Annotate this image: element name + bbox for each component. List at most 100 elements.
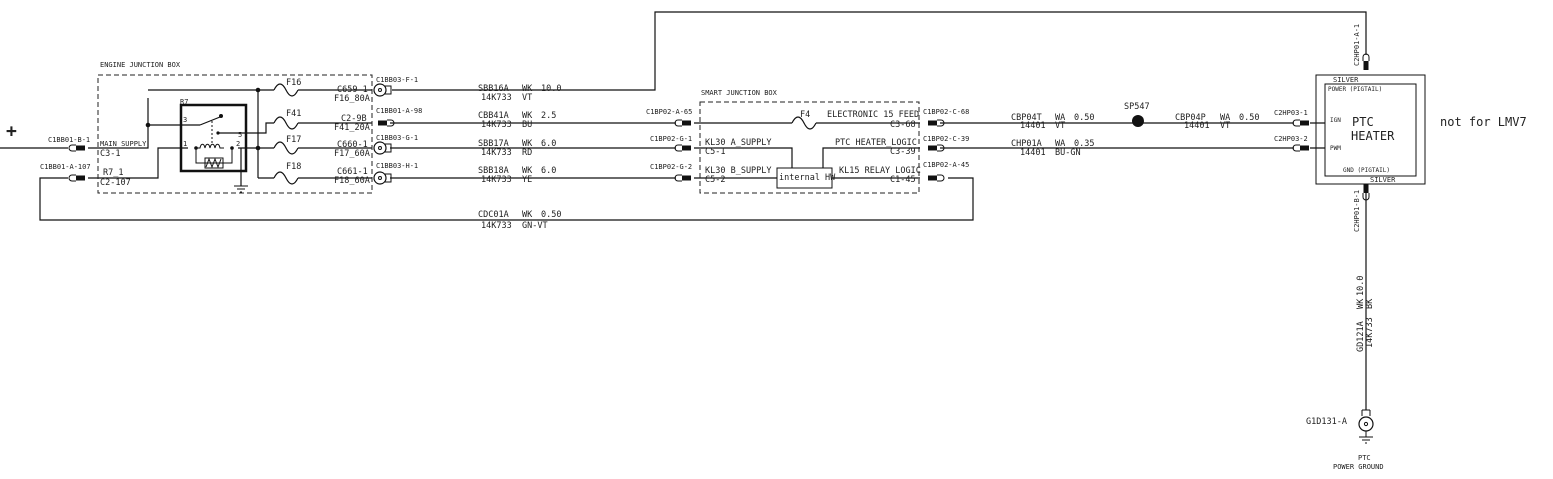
ground-connector-label: G1D131-A	[1306, 417, 1347, 427]
wire-type: WK	[522, 111, 533, 121]
gnd-pigtail-label: GND (PIGTAIL)	[1343, 167, 1390, 174]
r7-1-pin: C2-107	[100, 178, 131, 188]
wire-size: 2.5	[541, 111, 556, 121]
wire-label-cbb41a: CBB41A WK 2.5 14K733 BU	[478, 111, 556, 130]
pin-label: C5-2	[705, 175, 725, 185]
wire-type: WA	[1055, 113, 1065, 123]
connector-label: C1BB03-H-1	[376, 162, 418, 170]
wire-size: 6.0	[541, 166, 556, 176]
r7-1-label: R7_1	[103, 168, 123, 178]
wires	[0, 11, 1367, 410]
fuse-pin: C661-1	[337, 167, 368, 177]
wire-color: VT	[1220, 121, 1230, 131]
connector-label: C1BB01-A-98	[376, 107, 422, 115]
connector-label: C2HP03-1	[1274, 109, 1308, 117]
wire-type: WA	[1220, 113, 1230, 123]
wire-code: 14K733	[1365, 317, 1375, 348]
silver-label: SILVER	[1370, 176, 1396, 184]
wire-id: SBB18A	[478, 166, 509, 176]
fuse-f17: F17 C660-1 F17_60A	[273, 135, 370, 159]
ring-terminal-icon	[373, 141, 392, 155]
wire-label-gd121a: GD121A WK 10.0 14K733 BK	[1356, 276, 1375, 352]
connector-icon	[674, 174, 692, 182]
wire-size: 10.0	[1356, 276, 1366, 296]
internal-hw-box	[776, 167, 833, 189]
splice-dot-icon	[1132, 115, 1144, 127]
ground-label: POWER GROUND	[1333, 463, 1384, 471]
fuse-rating: F41_20A	[334, 123, 370, 133]
relay-pin: 2	[236, 140, 240, 148]
connector-label: C2HP01-A-1	[1353, 24, 1361, 66]
connector-icon	[674, 119, 692, 127]
fuse-name: F17	[286, 135, 301, 145]
connector-label: C1BP02-C-68	[923, 108, 969, 116]
wire-size: 0.50	[1239, 113, 1259, 123]
connector-label: C1BB03-G-1	[376, 134, 418, 142]
main-supply-pin: C3-1	[100, 149, 120, 159]
wire-code: 14K733	[481, 175, 512, 185]
wire-id: CBB41A	[478, 111, 509, 121]
wire-id: SBB17A	[478, 139, 509, 149]
connector-icon	[927, 174, 945, 182]
note-not-for-lmv7: not for LMV7	[1440, 115, 1527, 129]
pin-label: C3-68	[890, 120, 916, 130]
ptc-heater-title: PTC	[1352, 115, 1374, 129]
fuse-pin: C2-9B	[341, 114, 367, 124]
battery-plus-sign: +	[6, 121, 17, 142]
connector-icon	[674, 144, 692, 152]
fuse-name: F41	[286, 109, 301, 119]
ring-terminal-icon	[373, 83, 392, 97]
ptc-heater-title: HEATER	[1351, 129, 1395, 143]
ptc-heater-inner	[1324, 83, 1417, 177]
wire-type: WK	[522, 139, 533, 149]
electronic-15-feed-label: ELECTRONIC 15 FEED	[827, 110, 919, 120]
wire-color: BU	[522, 120, 532, 130]
wire-type: WK	[522, 84, 533, 94]
wire-code: 14401	[1020, 148, 1046, 158]
wire-id: SBB16A	[478, 84, 509, 94]
wire-color: BK	[1365, 298, 1375, 309]
wire-code: 14K733	[481, 120, 512, 130]
wire-id: CDC01A	[478, 210, 509, 220]
connector-icon	[1292, 119, 1310, 127]
fuse-f4-label: F4	[800, 110, 810, 120]
wire-code: 14K733	[481, 93, 512, 103]
connector-label: C1BP02-A-45	[923, 161, 969, 169]
fuse-icon	[273, 171, 299, 185]
ign-pin-label: IGN	[1330, 117, 1341, 124]
wire-color: GN-VT	[522, 221, 548, 231]
fuse-name: F16	[286, 78, 301, 88]
kl15-relay-logic-label: KL15 RELAY LOGIC	[839, 166, 921, 176]
fuse-rating: F18_60A	[334, 176, 370, 186]
internal-hw-label: internal HW	[779, 173, 836, 183]
relay-r7	[179, 103, 248, 173]
relay-pin: 1	[183, 140, 187, 148]
wire-size: 6.0	[541, 139, 556, 149]
wire-id: CBP04P	[1175, 113, 1206, 123]
ptc-heater-outer	[1315, 74, 1426, 185]
connector-icon	[68, 174, 86, 182]
wire-color: VT	[1055, 121, 1065, 131]
engine-junction-box	[97, 74, 373, 194]
fuse-rating: F16_80A	[334, 94, 370, 104]
pin-label: C1-45	[890, 175, 916, 185]
wire-label-cbp04p: CBP04P WA 0.50 14401 VT	[1175, 113, 1259, 131]
smart-junction-box	[699, 101, 920, 194]
ring-terminal-icon	[373, 171, 392, 185]
splice-label: SP547	[1124, 102, 1150, 112]
connector-label: C1BB01-B-1	[48, 136, 90, 144]
wire-color: BU-GN	[1055, 148, 1081, 158]
wire-color: YE	[522, 175, 532, 185]
fuse-pin: C660-1	[337, 140, 368, 150]
relay-switch-icon	[194, 114, 234, 169]
wire-type: WK	[522, 210, 533, 220]
wire-code: 14401	[1184, 121, 1210, 131]
engine-junction-box-title: ENGINE JUNCTION BOX	[100, 61, 181, 69]
relay-label: R7	[180, 98, 188, 106]
wire-code: 14K733	[481, 148, 512, 158]
pwm-pin-label: PWM	[1330, 145, 1341, 152]
power-pigtail-label: POWER (PIGTAIL)	[1328, 86, 1382, 93]
